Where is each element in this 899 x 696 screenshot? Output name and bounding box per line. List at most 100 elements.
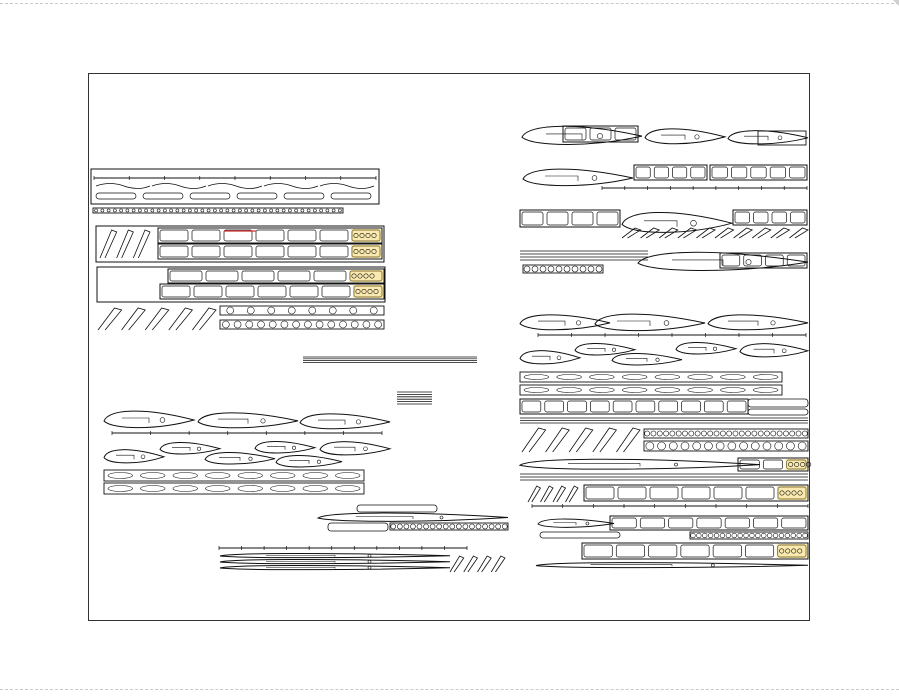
part-hole-strip-r16a <box>643 428 809 439</box>
part-oval-strip-l2-slot <box>302 485 328 492</box>
part-braces-m-brace <box>490 555 506 573</box>
part-hole-strip-r19-hole <box>743 532 749 539</box>
part-panel-r4a-cell <box>653 166 669 179</box>
part-airfoil-r4-spar <box>545 175 579 181</box>
part-panel-r15-cell <box>544 400 564 413</box>
part-airfoil-l2-hole <box>260 418 266 424</box>
part-hole-strip-r19-hole <box>696 532 702 539</box>
part-panel-r4a <box>633 164 708 181</box>
part-panel-r20-cell <box>583 544 613 558</box>
part-hole-strip-d1-hole <box>349 306 358 315</box>
part-hole-strip-r16a-hole <box>694 430 701 437</box>
part-slot-a <box>236 192 278 200</box>
part-long-r17-spar <box>568 463 641 467</box>
part-airfoil-r14 <box>739 343 810 358</box>
part-hole-strip-a-hole <box>213 208 217 213</box>
part-airfoil-l1-spar <box>122 417 150 423</box>
part-hole-strip-r16b-hole <box>704 441 713 451</box>
part-hole-strip-r16a-hole <box>776 430 783 437</box>
part-hole-strip-m1-hole <box>449 523 456 530</box>
part-slot-a <box>330 192 372 200</box>
part-hole-strip-m1-hole <box>482 523 488 530</box>
part-hole-strip-r16a-hole <box>669 430 676 437</box>
part-panel-c1-hole <box>351 273 357 279</box>
part-hole-strip-r16a-hole <box>764 430 770 437</box>
part-panel-r15-cell <box>567 400 587 413</box>
part-panel-r20 <box>581 542 809 560</box>
part-braces-r5-brace <box>770 227 791 239</box>
part-airfoil-r3-hole <box>777 135 783 141</box>
part-long-r20-hole <box>710 563 715 568</box>
part-airfoil-l4 <box>103 449 166 464</box>
part-airfoil-r12-spar <box>626 358 648 362</box>
part-airfoil-l1 <box>103 410 196 429</box>
part-hole-strip-d2-hole <box>350 320 359 329</box>
part-airfoil-l9 <box>275 454 343 468</box>
part-hole-strip-a-hole <box>100 208 105 213</box>
part-hole-strip-r16b-hole <box>797 441 807 451</box>
part-hole-strip-r19-hole <box>778 532 785 539</box>
part-hole-strip-a-hole <box>113 208 117 213</box>
part-panel-c1-cell <box>241 270 275 282</box>
part-oval-strip-r2-slot <box>720 387 746 393</box>
part-hole-strip-m1-hole <box>488 523 495 530</box>
part-panel-c1-hole <box>357 273 363 279</box>
part-panel-r20-highlight <box>776 544 807 558</box>
part-panel-r5b-cell <box>790 211 806 224</box>
part-slot-r15b <box>747 408 809 416</box>
part-airfoil-l7 <box>254 440 317 454</box>
part-panel-b2-hole <box>359 249 365 255</box>
part-hole-strip-r16a-hole <box>770 430 777 437</box>
part-hole-strip-a-hole <box>175 208 180 213</box>
part-panel-r4b-cell <box>769 166 786 179</box>
part-hole-strip-r19-hole <box>796 532 802 539</box>
part-long-r19-spar <box>553 522 577 525</box>
part-panel-c1-cell <box>169 270 203 282</box>
part-panel-r18-cell <box>681 486 711 500</box>
part-panel-r20-cell <box>648 544 678 558</box>
part-airfoil-l3-hole <box>356 419 361 425</box>
part-hole-strip-r16a-hole <box>713 430 720 437</box>
part-hole-strip-d1-hole <box>369 306 378 315</box>
part-panel-c2-cell <box>321 285 351 298</box>
part-braces-r18-brace <box>565 485 579 503</box>
part-hole-strip-a-hole <box>269 208 273 213</box>
part-panel-r15 <box>519 398 749 415</box>
part-hole-strip-d1-hole <box>267 306 276 315</box>
part-panel-r15-cell <box>681 400 701 413</box>
part-panel-r5-cell <box>571 211 594 226</box>
part-hole-strip-a-hole <box>306 208 311 213</box>
part-panel-r5-cell <box>596 211 619 226</box>
part-panel-r20-cell <box>712 544 742 558</box>
part-panel-r18-hole <box>797 490 803 496</box>
part-hole-strip-r19-hole <box>749 532 755 539</box>
part-oval-strip-r1-slot <box>523 374 550 380</box>
part-panel-r18-cell <box>745 486 775 500</box>
part-oval-strip-r1-slot <box>589 374 615 380</box>
part-hole-strip-a-hole <box>313 208 317 213</box>
part-hole-strip-r19-hole <box>702 532 708 539</box>
part-oval-strip-r1-slot <box>621 374 648 380</box>
part-hole-strip-m1-hole <box>456 523 462 530</box>
part-hole-strip-r16a-hole <box>650 430 657 437</box>
part-hole-strip-a-hole <box>263 208 267 213</box>
part-hole-strip-r16a-hole <box>789 430 796 437</box>
part-panel-r5-cell <box>546 211 569 226</box>
part-airfoil-r8-spar <box>617 320 651 326</box>
part-oval-strip-r1 <box>519 371 783 383</box>
part-hole-strip-r16a-hole <box>795 430 802 437</box>
part-hole-strip-d1-hole <box>287 306 296 315</box>
part-hole-strip-a-hole <box>231 208 236 213</box>
part-hole-strip-m1-hole <box>462 523 469 530</box>
part-braces-r16-brace <box>568 427 594 453</box>
part-hole-strip-m1-hole <box>410 523 416 530</box>
part-braces-r5-brace <box>751 227 772 239</box>
part-frame-b <box>95 225 385 263</box>
part-airfoil-l2-spar <box>218 418 249 424</box>
part-hole-strip-d2 <box>219 319 385 330</box>
part-panel-r1-cell <box>614 127 637 141</box>
part-hole-strip-r16b-hole <box>715 441 725 451</box>
part-airfoil-l7-hole <box>292 445 296 450</box>
part-hole-strip-m1-hole <box>429 523 436 530</box>
part-hole-strip-m1-hole <box>436 523 442 530</box>
